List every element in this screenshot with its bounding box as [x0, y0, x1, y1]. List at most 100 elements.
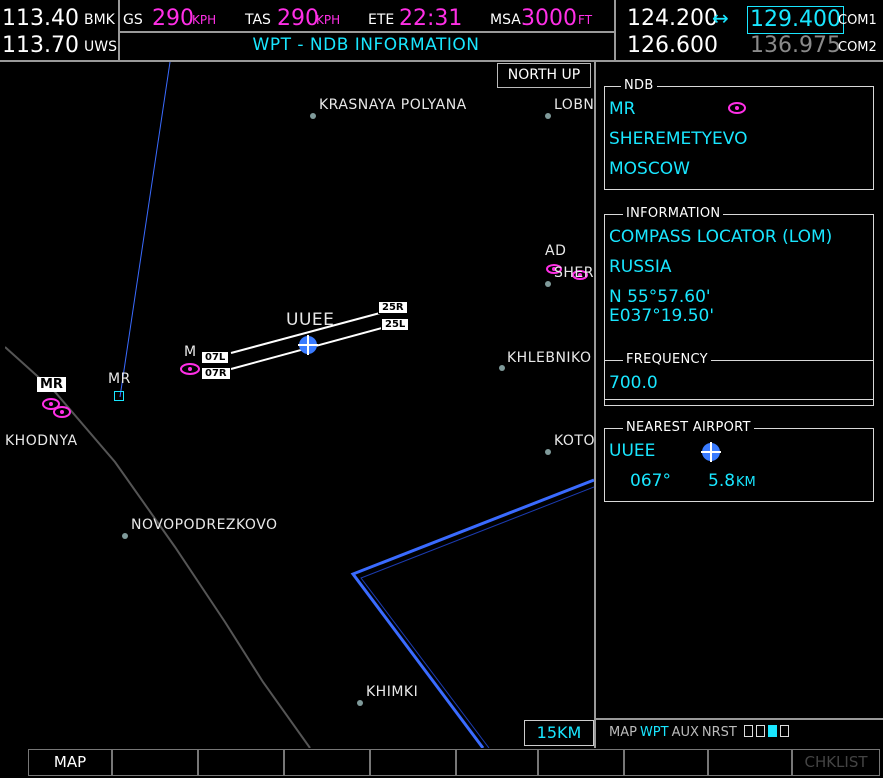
nav1-active-frequency[interactable]: 113.40 — [2, 6, 79, 31]
town-label: KRASNAYA POLYANA — [319, 97, 467, 113]
ndb-icon[interactable] — [179, 362, 201, 376]
softkey-blank[interactable] — [538, 749, 624, 776]
com2-standby-frequency[interactable]: 136.975 — [750, 33, 841, 58]
gs-label: GS — [123, 12, 143, 28]
com2-active-frequency[interactable]: 126.600 — [627, 33, 718, 58]
com1-standby-frequency[interactable]: 129.400 — [747, 6, 844, 34]
town-dot — [545, 449, 551, 455]
frequency-swap-icon[interactable]: ↔ — [712, 6, 729, 30]
divider — [594, 62, 596, 748]
town-dot — [122, 533, 128, 539]
ndb-region: RUSSIA — [609, 257, 672, 277]
ndb-box: NDB MR SHEREMETYEVO MOSCOW — [604, 78, 874, 190]
runway-label: 07R — [201, 367, 231, 380]
frequency-box: FREQUENCY 700.0 — [604, 352, 874, 406]
msa-unit: FT — [578, 13, 593, 27]
msa-value: 3000 — [521, 6, 577, 31]
ndb-latitude: N 55°57.60' — [609, 287, 711, 307]
com1-active-frequency[interactable]: 124.200 — [627, 6, 718, 31]
page-position-boxes — [744, 725, 792, 740]
frequency-box-title: FREQUENCY — [623, 352, 711, 367]
town-label: LOBN — [554, 97, 594, 113]
page-position-box — [744, 725, 754, 737]
softkey-blank[interactable] — [624, 749, 708, 776]
page-position-box — [768, 725, 778, 737]
softkey-blank[interactable] — [198, 749, 284, 776]
softkey-blank[interactable] — [370, 749, 456, 776]
divider — [596, 718, 883, 720]
nav2-identifier: UWS — [84, 39, 117, 55]
page-group-nrst: NRST — [701, 725, 737, 740]
ndb-type: COMPASS LOCATOR (LOM) — [609, 227, 833, 247]
airport-icon — [701, 442, 721, 462]
gs-unit: KPH — [192, 13, 217, 27]
nearest-airport-bearing: 067° — [630, 471, 671, 491]
town-label: NOVOPODREZKOVO — [131, 517, 278, 533]
com2-label: COM2 — [838, 40, 877, 55]
ndb-icon[interactable] — [41, 397, 75, 419]
softkey-blank[interactable] — [456, 749, 538, 776]
selected-waypoint-label: MR — [37, 377, 66, 392]
ndb-longitude: E037°19.50' — [609, 306, 715, 326]
page-group-aux: AUX — [671, 725, 699, 740]
nearest-airport-ident[interactable]: UUEE — [609, 441, 656, 461]
page-group-wpt: WPT — [639, 725, 669, 740]
intersection-icon[interactable] — [114, 391, 124, 401]
town-dot — [545, 281, 551, 287]
ndb-ident-field[interactable]: MR — [609, 99, 636, 119]
ete-value: 22:31 — [399, 6, 463, 31]
nearest-airport-box: NEAREST AIRPORT UUEE 067° 5.8 KM — [604, 420, 874, 502]
runway-label: 25R — [378, 301, 408, 314]
ndb-icon — [728, 102, 746, 114]
town-label: KHODNYA — [5, 433, 78, 449]
com1-label: COM1 — [838, 13, 877, 28]
airspace-boundary-inner — [360, 486, 594, 748]
softkey-map[interactable]: MAP — [28, 749, 112, 776]
softkey-blank[interactable] — [708, 749, 792, 776]
waypoint-info-panel: NDB MR SHEREMETYEVO MOSCOW INFORMATION C… — [596, 62, 883, 748]
nearest-airport-box-title: NEAREST AIRPORT — [623, 420, 754, 435]
town-dot — [310, 113, 316, 119]
nearest-airport-distance: 5.8 — [708, 471, 736, 491]
divider — [614, 0, 616, 62]
information-box: INFORMATION COMPASS LOCATOR (LOM) RUSSIA… — [604, 206, 874, 400]
gs-value: 290 — [152, 6, 194, 31]
town-label: KHIMKI — [366, 684, 419, 700]
ndb-frequency: 700.0 — [609, 373, 658, 393]
msa-label: MSA — [490, 12, 521, 28]
map-range-scale: 15KM — [524, 720, 594, 746]
ndb-box-title: NDB — [621, 78, 657, 93]
map-orientation-indicator: NORTH UP — [497, 63, 591, 88]
tas-unit: KPH — [316, 13, 341, 27]
ndb-facility-name[interactable]: SHEREMETYEVO — [609, 129, 748, 149]
town-dot — [499, 365, 505, 371]
page-group-map: MAP — [609, 725, 637, 740]
nearest-airport-distance-unit: KM — [736, 475, 756, 490]
top-status-bar: 113.40 BMK 113.70 UWS GS 290 KPH TAS 290… — [0, 0, 883, 62]
airspace-boundary — [350, 478, 594, 748]
moving-map[interactable]: UUEE 25R 25L 07L 07R M MR MR KRASNAYA PO… — [5, 62, 594, 748]
softkey-blank[interactable] — [284, 749, 370, 776]
town-label: AD — [545, 243, 567, 259]
nav1-identifier: BMK — [84, 12, 115, 28]
nav2-active-frequency[interactable]: 113.70 — [2, 33, 79, 58]
tas-value: 290 — [277, 6, 319, 31]
map-graphics — [5, 62, 594, 748]
divider — [0, 60, 883, 62]
road-line — [5, 346, 311, 748]
information-box-title: INFORMATION — [623, 206, 724, 221]
ndb-label: M — [184, 344, 197, 360]
course-line — [119, 62, 171, 398]
softkey-checklist[interactable]: CHKLIST — [792, 749, 880, 776]
softkey-bar — [0, 748, 883, 778]
ndb-city: MOSCOW — [609, 159, 690, 179]
airport-icon[interactable] — [297, 334, 319, 356]
intersection-label: MR — [108, 371, 131, 387]
ndb-icon[interactable] — [545, 262, 589, 284]
town-label: KHLEBNIKO — [507, 350, 592, 366]
town-label: KOTO — [554, 433, 594, 449]
softkey-blank[interactable] — [112, 749, 198, 776]
runway-label: 25L — [381, 318, 410, 331]
town-dot — [357, 700, 363, 706]
